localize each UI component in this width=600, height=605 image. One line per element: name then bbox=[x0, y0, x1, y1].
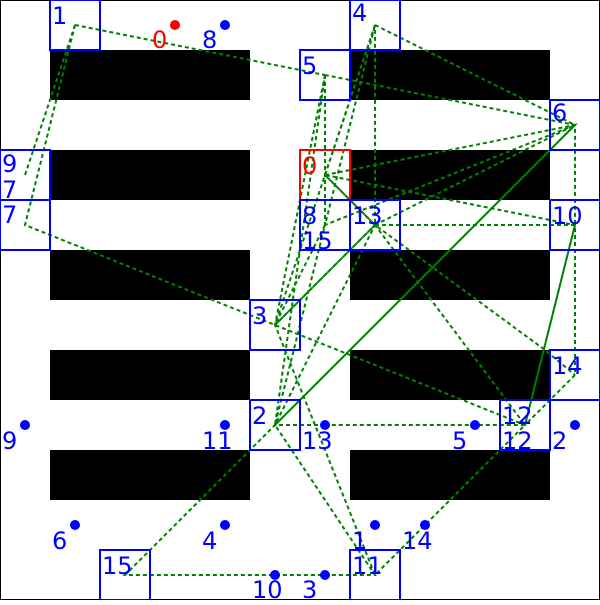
cell-label: 11 bbox=[352, 552, 383, 580]
cell-label: 5 bbox=[302, 52, 317, 80]
cell-label: 7 bbox=[2, 176, 17, 204]
cell-label: 3 bbox=[252, 302, 267, 330]
cell-label: 4 bbox=[352, 0, 367, 27]
node-dot bbox=[270, 570, 280, 580]
node-dot bbox=[220, 420, 230, 430]
node-dot bbox=[570, 420, 580, 430]
edge-path bbox=[274, 123, 579, 426]
node-label: 2 bbox=[552, 427, 567, 455]
node-label: 11 bbox=[202, 427, 233, 455]
node-label: 14 bbox=[402, 527, 433, 555]
cell-label: 10 bbox=[552, 202, 583, 230]
cell-label: 12 bbox=[502, 427, 533, 455]
node-dot bbox=[170, 20, 180, 30]
cell-box bbox=[349, 199, 401, 251]
node-label: 6 bbox=[52, 527, 67, 555]
cell-box bbox=[549, 99, 600, 151]
cell-label: 12 bbox=[502, 402, 533, 430]
cell-box bbox=[49, 0, 101, 51]
cell-label: 1 bbox=[52, 2, 67, 30]
node-label: 13 bbox=[302, 427, 333, 455]
node-label: 9 bbox=[2, 427, 17, 455]
cell-box bbox=[349, 0, 401, 51]
obstacles bbox=[50, 50, 550, 500]
node-dot bbox=[320, 570, 330, 580]
edge-path bbox=[74, 24, 326, 76]
cell-label: 0 bbox=[302, 152, 317, 180]
cell-label: 15 bbox=[302, 227, 333, 255]
obstacle bbox=[50, 250, 250, 300]
cell-label: 13 bbox=[352, 202, 383, 230]
obstacle bbox=[350, 450, 550, 500]
cell-label: 15 bbox=[102, 552, 133, 580]
obstacle bbox=[50, 450, 250, 500]
edge-path bbox=[274, 224, 376, 426]
cell-box bbox=[249, 399, 301, 451]
cell-box bbox=[549, 199, 600, 251]
cell-label: 9 bbox=[2, 150, 17, 178]
node-label: 3 bbox=[302, 576, 317, 600]
cell-label: 6 bbox=[552, 99, 567, 127]
cell-box bbox=[299, 49, 351, 101]
node-label: 4 bbox=[202, 527, 217, 555]
node-dot bbox=[70, 520, 80, 530]
node-dot bbox=[420, 520, 430, 530]
node-dot bbox=[470, 420, 480, 430]
node-dot bbox=[20, 420, 30, 430]
node-dot bbox=[320, 420, 330, 430]
node-dot bbox=[220, 20, 230, 30]
cell-label: 7 bbox=[2, 201, 17, 229]
edge-path bbox=[324, 174, 577, 428]
obstacle bbox=[50, 150, 250, 200]
obstacle bbox=[350, 50, 550, 100]
edge-path bbox=[273, 224, 528, 577]
edge-path bbox=[24, 24, 76, 176]
obstacle bbox=[50, 350, 250, 400]
node-label: 5 bbox=[452, 427, 467, 455]
node-points: 0 8 9 11 13 5 2 6 4 1 14 10 3 bbox=[2, 20, 580, 604]
cell-box bbox=[549, 349, 600, 401]
node-dot bbox=[220, 520, 230, 530]
node-label: 1 bbox=[352, 527, 367, 555]
obstacle bbox=[350, 350, 550, 400]
node-label: 8 bbox=[202, 26, 217, 54]
obstacle bbox=[50, 50, 250, 100]
cell-label: 14 bbox=[552, 352, 583, 380]
cell-box bbox=[249, 299, 301, 351]
node-label: 0 bbox=[152, 26, 167, 54]
node-dot bbox=[370, 520, 380, 530]
obstacle bbox=[350, 250, 550, 300]
cell-label: 8 bbox=[302, 202, 317, 230]
node-label: 10 bbox=[252, 576, 283, 600]
cell-box bbox=[0, 199, 51, 251]
cell-label: 2 bbox=[252, 402, 267, 430]
edge-path bbox=[122, 424, 377, 576]
edge-path bbox=[323, 24, 578, 227]
cell-box bbox=[499, 399, 551, 451]
